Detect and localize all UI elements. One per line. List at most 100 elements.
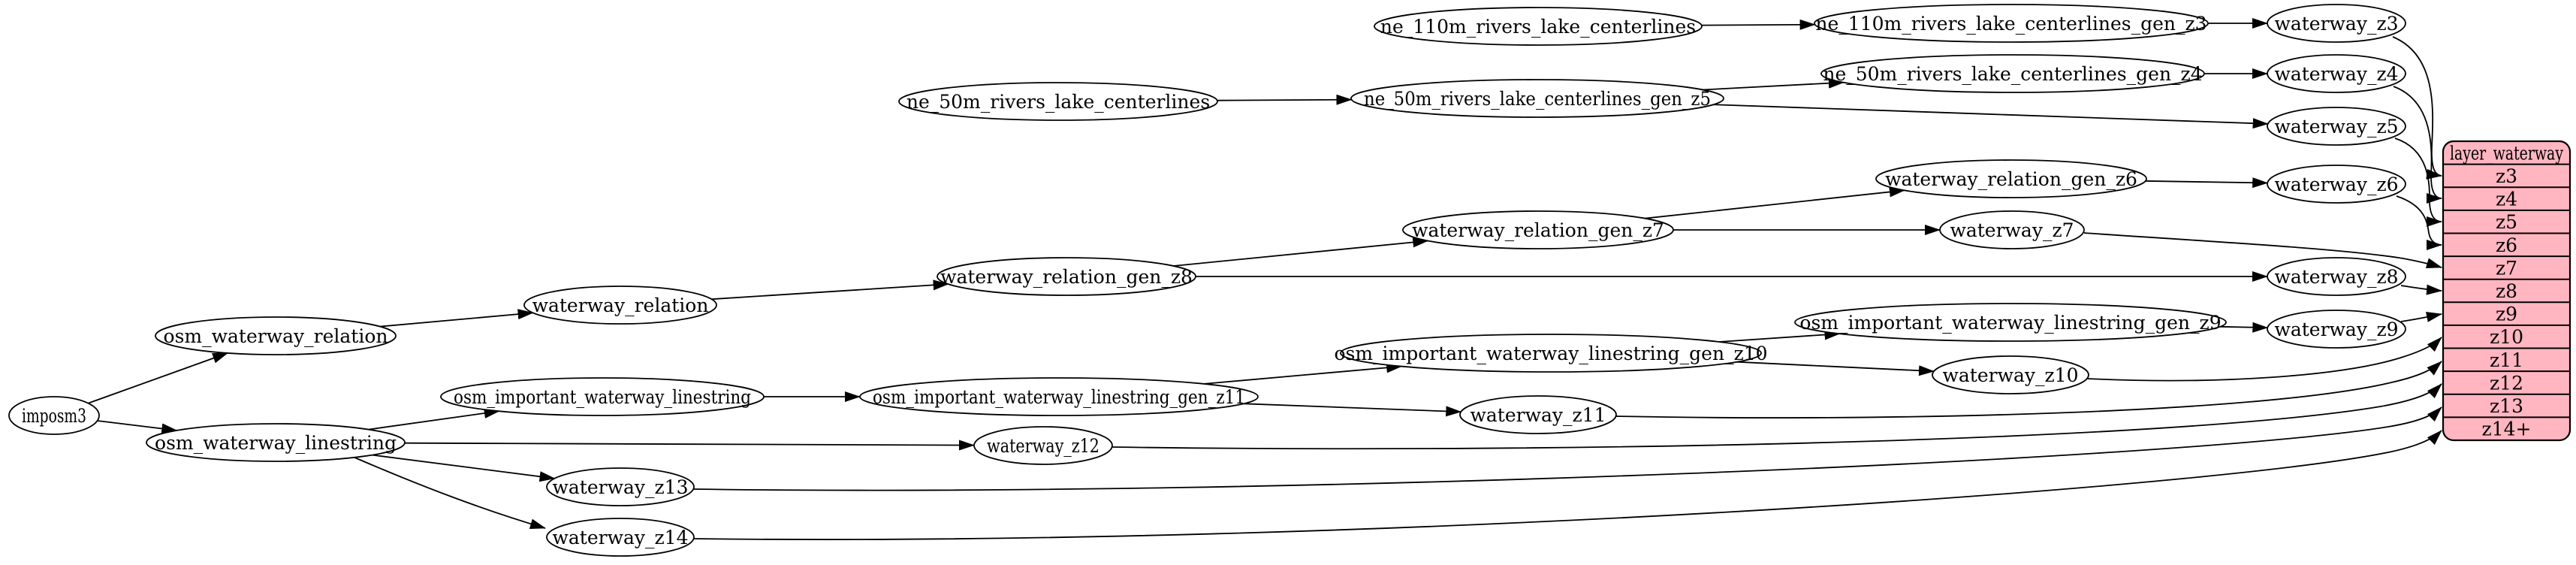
edge-waterway_z9-to-layer_waterway-z9: [2400, 312, 2442, 322]
node-osm_important_waterway_linestring_gen_z9: osm_important_waterway_linestring_gen_z9: [1794, 303, 2227, 342]
edge-waterway_relation_gen_z7-to-waterway_relation_gen_z6: [1645, 186, 1905, 219]
node-osm_waterway_relation-shape: [155, 316, 397, 355]
node-waterway_z12-shape: [973, 426, 1113, 465]
node-imposm3-shape: [8, 396, 100, 435]
edge-waterway_relation-to-waterway_relation_gen_z8: [711, 279, 949, 301]
edge-imposm3-to-osm_waterway_relation: [88, 352, 229, 404]
edge-waterway_relation_gen_z6-to-waterway_z6: [2145, 177, 2269, 189]
node-waterway_z12-label: waterway_z12: [987, 435, 1099, 457]
edge-osm_important_waterway_linestring_gen_z9-to-waterway_z9: [2220, 322, 2269, 333]
edge-osm_waterway_linestring-to-waterway_z13: [372, 454, 556, 482]
node-waterway_z8-label: waterway_z8: [2274, 266, 2398, 288]
node-osm_important_waterway_linestring_gen_z9-shape: [1794, 303, 2227, 342]
edge-waterway_z12-to-layer_waterway-z12: [1112, 383, 2442, 450]
node-waterway_z3-shape: [2267, 4, 2406, 43]
node-osm_important_waterway_linestring_gen_z11: osm_important_waterway_linestring_gen_z1…: [859, 377, 1259, 416]
node-ne_50m_rivers_lake_centerlines-shape: [898, 82, 1218, 121]
node-ne_110m_rivers_lake_centerlines_gen_z3-label: ne_110m_rivers_lake_centerlines_gen_z3: [1815, 13, 2206, 35]
node-osm_important_waterway_linestring_gen_z10-shape: [1340, 334, 1762, 373]
table-row-z8: z8: [2496, 280, 2517, 302]
node-osm_important_waterway_linestring_gen_z10-label: osm_important_waterway_linestring_gen_z1…: [1334, 343, 1767, 364]
node-waterway_z7-shape: [1939, 210, 2085, 249]
node-waterway_z5-label: waterway_z5: [2274, 116, 2398, 137]
node-imposm3: imposm3: [8, 396, 100, 435]
edge-osm_waterway_linestring-to-osm_important_waterway_linestring: [368, 408, 500, 431]
node-ne_110m_rivers_lake_centerlines: ne_110m_rivers_lake_centerlines: [1374, 7, 1703, 46]
node-waterway_z6: waterway_z6: [2267, 165, 2406, 204]
table-row-z11: z11: [2490, 349, 2523, 371]
table-row-z12: z12: [2490, 372, 2523, 394]
table-row-z9: z9: [2496, 304, 2517, 325]
node-osm_important_waterway_linestring_gen_z11-shape: [859, 377, 1259, 416]
edge-waterway_z3-to-layer_waterway-z3: [2392, 36, 2442, 180]
node-waterway_z14: waterway_z14: [546, 518, 695, 557]
node-waterway_z10: waterway_z10: [1932, 355, 2089, 394]
node-waterway_relation_gen_z8-label: waterway_relation_gen_z8: [940, 266, 1193, 288]
edge-waterway_relation_gen_z8-to-waterway_relation_gen_z7: [1173, 237, 1429, 267]
edge-waterway_z14-to-layer_waterway-z14+: [693, 430, 2442, 540]
node-osm_important_waterway_linestring-label: osm_important_waterway_linestring: [454, 386, 751, 408]
node-osm_important_waterway_linestring: osm_important_waterway_linestring: [440, 377, 765, 416]
node-waterway_z6-shape: [2267, 165, 2406, 204]
node-waterway_z7: waterway_z7: [1939, 210, 2085, 249]
node-ne_110m_rivers_lake_centerlines_gen_z3-shape: [1814, 4, 2209, 43]
node-ne_50m_rivers_lake_centerlines_gen_z4-shape: [1820, 54, 2205, 93]
node-waterway_relation-label: waterway_relation: [532, 295, 709, 316]
node-osm_important_waterway_linestring_gen_z9-label: osm_important_waterway_linestring_gen_z9: [1799, 312, 2221, 334]
table-row-z13: z13: [2490, 395, 2523, 417]
node-waterway_relation_gen_z7: waterway_relation_gen_z7: [1402, 210, 1674, 249]
edge-waterway_z11-to-layer_waterway-z11: [1615, 361, 2442, 418]
node-ne_50m_rivers_lake_centerlines-label: ne_50m_rivers_lake_centerlines: [906, 91, 1210, 113]
node-waterway_z3: waterway_z3: [2267, 4, 2406, 43]
table-row-z7: z7: [2496, 257, 2517, 279]
edge-ne_50m_rivers_lake_centerlines_gen_z5-to-ne_50m_rivers_lake_centerlines_gen_z4: [1703, 77, 1845, 91]
node-waterway_relation_gen_z7-label: waterway_relation_gen_z7: [1412, 219, 1664, 241]
node-imposm3-label: imposm3: [22, 405, 86, 427]
node-osm_waterway_relation: osm_waterway_relation: [155, 316, 397, 355]
node-waterway_z8-shape: [2267, 257, 2406, 296]
node-waterway_relation_gen_z6-shape: [1875, 159, 2147, 198]
node-waterway_z12: waterway_z12: [973, 426, 1113, 465]
node-ne_110m_rivers_lake_centerlines_gen_z3: ne_110m_rivers_lake_centerlines_gen_z3: [1814, 4, 2209, 43]
node-osm_waterway_linestring-label: osm_waterway_linestring: [155, 432, 397, 454]
node-osm_waterway_linestring-shape: [146, 423, 406, 462]
edge-waterway_z8-to-layer_waterway-z8: [2400, 284, 2442, 295]
node-waterway_z10-shape: [1932, 355, 2089, 394]
node-osm_important_waterway_linestring-shape: [440, 377, 765, 416]
node-ne_50m_rivers_lake_centerlines_gen_z5-label: ne_50m_rivers_lake_centerlines_gen_z5: [1364, 88, 1711, 110]
edge-waterway_z5-to-layer_waterway-z5: [2394, 137, 2442, 227]
edge-osm_waterway_linestring-to-waterway_z14: [352, 456, 546, 530]
node-waterway_z11-shape: [1459, 395, 1617, 434]
edge-waterway_z13-to-layer_waterway-z13: [693, 406, 2442, 491]
table-row-z10: z10: [2490, 326, 2523, 348]
node-waterway_z11: waterway_z11: [1459, 395, 1617, 434]
node-ne_110m_rivers_lake_centerlines-shape: [1374, 7, 1703, 46]
node-waterway_z9: waterway_z9: [2267, 310, 2406, 349]
node-waterway_z9-label: waterway_z9: [2274, 319, 2398, 340]
table-title: layer_waterway: [2450, 142, 2564, 164]
edge-osm_important_waterway_linestring_gen_z10-to-waterway_z10: [1736, 361, 1935, 376]
node-ne_50m_rivers_lake_centerlines_gen_z5-shape: [1350, 79, 1724, 118]
node-waterway_relation: waterway_relation: [523, 286, 717, 325]
node-waterway_z3-label: waterway_z3: [2274, 13, 2398, 35]
edge-osm_important_waterway_linestring_gen_z11-to-osm_important_waterway_linestring_gen_z10: [1204, 362, 1403, 385]
table-row-z3: z3: [2496, 165, 2517, 187]
edge-imposm3-to-osm_waterway_linestring: [97, 420, 178, 434]
edge-osm_important_waterway_linestring_gen_z11-to-waterway_z11: [1244, 403, 1462, 417]
node-osm_important_waterway_linestring_gen_z10: osm_important_waterway_linestring_gen_z1…: [1334, 334, 1768, 373]
table-frame: [2442, 140, 2571, 442]
node-waterway_z13: waterway_z13: [546, 467, 695, 506]
edge-ne_50m_rivers_lake_centerlines-to-ne_50m_rivers_lake_centerlines_gen_z5: [1217, 94, 1353, 105]
node-waterway_z14-shape: [546, 518, 695, 557]
node-waterway_z4-label: waterway_z4: [2274, 63, 2398, 85]
node-waterway_z7-label: waterway_z7: [1950, 219, 2074, 241]
node-waterway_relation_gen_z7-shape: [1402, 210, 1674, 249]
node-ne_50m_rivers_lake_centerlines_gen_z5: ne_50m_rivers_lake_centerlines_gen_z5: [1350, 79, 1724, 118]
node-osm_waterway_linestring: osm_waterway_linestring: [146, 423, 406, 462]
node-waterway_z8: waterway_z8: [2267, 257, 2406, 296]
node-waterway_z10-label: waterway_z10: [1942, 364, 2078, 386]
edge-waterway_z4-to-layer_waterway-z4: [2393, 86, 2442, 204]
node-waterway_z5: waterway_z5: [2267, 107, 2406, 146]
node-waterway_z9-shape: [2267, 310, 2406, 349]
